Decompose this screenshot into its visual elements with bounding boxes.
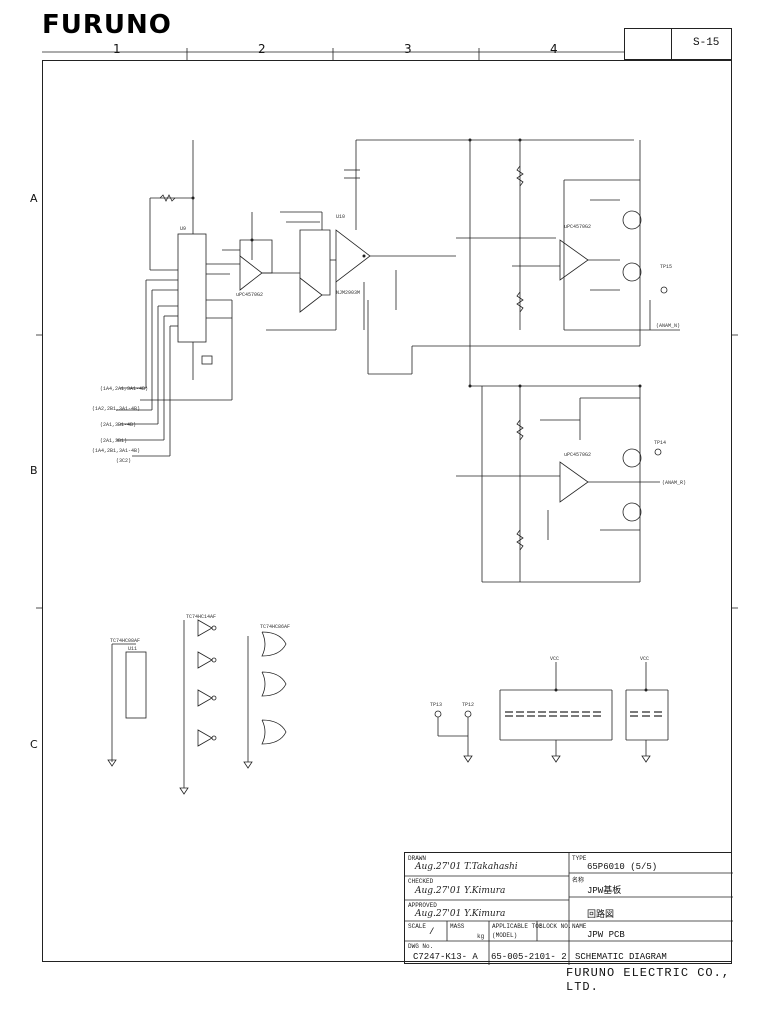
vcc-label-2: VCC (640, 656, 649, 662)
name-value: JPW PCB (587, 930, 625, 940)
checked-signature: Aug.27'01 Y.Kimura (415, 886, 506, 896)
jp-diagram-title: 回路図 (587, 910, 615, 920)
vcc-label-1: VCC (550, 656, 559, 662)
column-label-4: 4 (550, 42, 558, 56)
logic-part-a: TC74HC14AF (186, 614, 216, 620)
row-label-b: B (30, 464, 38, 477)
ic-u9 (177, 233, 207, 343)
type-value: 65P6010 (5/5) (587, 862, 658, 872)
applicable-label: APPLICABLE TO: (492, 923, 543, 930)
row-label-a: A (30, 192, 38, 205)
input-4-label: (2A1,3B1) (100, 438, 127, 444)
output-a-label: (ANAM_N) (656, 323, 680, 329)
opamp-part-label-2: uPC4570G2 (564, 224, 591, 230)
column-label-1: 1 (113, 42, 121, 56)
input-cc-label: (3C2) (116, 458, 131, 464)
sheet-title: SCHEMATIC DIAGRAM (575, 952, 667, 962)
mass-unit: kg (477, 933, 485, 940)
tp13-label: TP13 (430, 702, 442, 708)
drawn-signature: Aug.27'01 T.Takahashi (415, 862, 518, 872)
approved-signature: Aug.27'01 Y.Kimura (415, 909, 506, 919)
input-5-label: (1A4,2B1,3A1-4B) (92, 448, 140, 454)
page-number: S-15 (693, 37, 720, 49)
furuno-logo: FURUNO (42, 10, 172, 40)
drawn-label: DRAWN (408, 855, 427, 862)
model-label: (MODEL) (492, 932, 518, 939)
ic-u11-label: U11 (128, 646, 137, 652)
ic-u9-label: U9 (180, 226, 186, 232)
name-label: NAME (572, 923, 587, 930)
jp-name-label: 名称 (572, 877, 585, 884)
type-label: TYPE (572, 855, 587, 862)
tp12-label: TP12 (462, 702, 474, 708)
scale-value: / (429, 927, 435, 937)
opamp-part-label-3: uPC4570G2 (564, 452, 591, 458)
logic-part-b: TC74HC86AF (260, 624, 290, 630)
input-3-label: (2A1,3B1-4B) (100, 422, 136, 428)
input-2-label: (1A2,2B1,3A1-4B) (92, 406, 140, 412)
column-label-2: 2 (258, 42, 266, 56)
input-1-label: (1A4,2A1,3A1-4B) (100, 386, 148, 392)
company-name: FURUNO ELECTRIC CO., LTD. (566, 966, 731, 994)
scale-label: SCALE (408, 923, 427, 930)
dwg-no-label: DWG No. (408, 943, 434, 950)
row-label-c: C (30, 738, 38, 751)
ic-u10-label: U10 (336, 214, 345, 220)
document-number: 65-005-2101- 2 (491, 952, 567, 962)
title-block: DRAWN Aug.27'01 T.Takahashi CHECKED Aug.… (404, 852, 733, 965)
page-number-box: S-15 (624, 28, 732, 60)
checked-label: CHECKED (408, 878, 434, 885)
opamp-part-label: uPC4570G2 (236, 292, 263, 298)
block-no-label: BLOCK NO. (539, 923, 572, 930)
dwg-no-value: C7247-K13- A (413, 952, 478, 962)
approved-label: APPROVED (408, 902, 437, 909)
drawing-frame (42, 60, 732, 962)
logic-part-c: TC74HC08AF (110, 638, 140, 644)
mass-label: MASS (450, 923, 465, 930)
jp-name-value: JPW基板 (587, 886, 622, 896)
output-b-label: (ANAM_R) (662, 480, 686, 486)
tp15-label: TP15 (660, 264, 672, 270)
column-label-3: 3 (404, 42, 412, 56)
tp14-label: TP14 (654, 440, 666, 446)
buffer-part-label: NJM2903M (336, 290, 360, 296)
